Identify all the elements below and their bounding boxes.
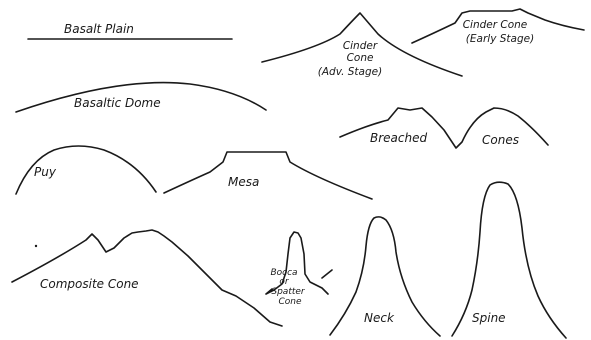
cinder-cone-advanced-label-line-2: Cone xyxy=(347,52,374,64)
breached-cones-label-right: Cones xyxy=(482,133,519,147)
bocca-spatter-cone: Bocca or Spatter Cone xyxy=(266,232,332,307)
basaltic-dome-label: Basaltic Dome xyxy=(74,96,161,110)
spine-outline xyxy=(452,182,566,338)
cinder-cone-advanced: Cinder Cone (Adv. Stage) xyxy=(262,13,462,78)
puy-label: Puy xyxy=(34,165,57,179)
breached-cones-label-left: Breached xyxy=(370,131,427,145)
basaltic-dome: Basaltic Dome xyxy=(16,83,266,112)
breached-cones: Breached Cones xyxy=(340,108,548,148)
spine-label: Spine xyxy=(472,311,506,325)
cinder-cone-advanced-label-line-3: (Adv. Stage) xyxy=(318,66,382,78)
ink-dot xyxy=(35,245,37,247)
neck-label: Neck xyxy=(364,311,395,325)
bocca-label-line-4: Cone xyxy=(278,297,301,307)
basalt-plain: Basalt Plain xyxy=(28,22,232,39)
cinder-cone-advanced-label-line-1: Cinder xyxy=(343,40,378,52)
bocca-spatter-cone-outline xyxy=(266,232,332,294)
cinder-cone-early-label-line-1: Cinder Cone xyxy=(463,19,528,31)
mesa-label: Mesa xyxy=(228,175,259,189)
basalt-plain-label: Basalt Plain xyxy=(64,22,134,36)
composite-cone: Composite Cone xyxy=(12,230,282,326)
mesa: Mesa xyxy=(164,152,372,199)
neck: Neck xyxy=(330,217,440,336)
cinder-cone-early: Cinder Cone (Early Stage) xyxy=(412,9,584,45)
bocca-label-line-3: Spatter xyxy=(271,287,306,297)
spine: Spine xyxy=(452,182,566,338)
bocca-label-line-2: or xyxy=(279,277,290,287)
cinder-cone-early-label-line-2: (Early Stage) xyxy=(466,33,534,45)
mesa-outline xyxy=(164,152,372,199)
composite-cone-label: Composite Cone xyxy=(40,277,139,291)
puy: Puy xyxy=(16,146,156,194)
